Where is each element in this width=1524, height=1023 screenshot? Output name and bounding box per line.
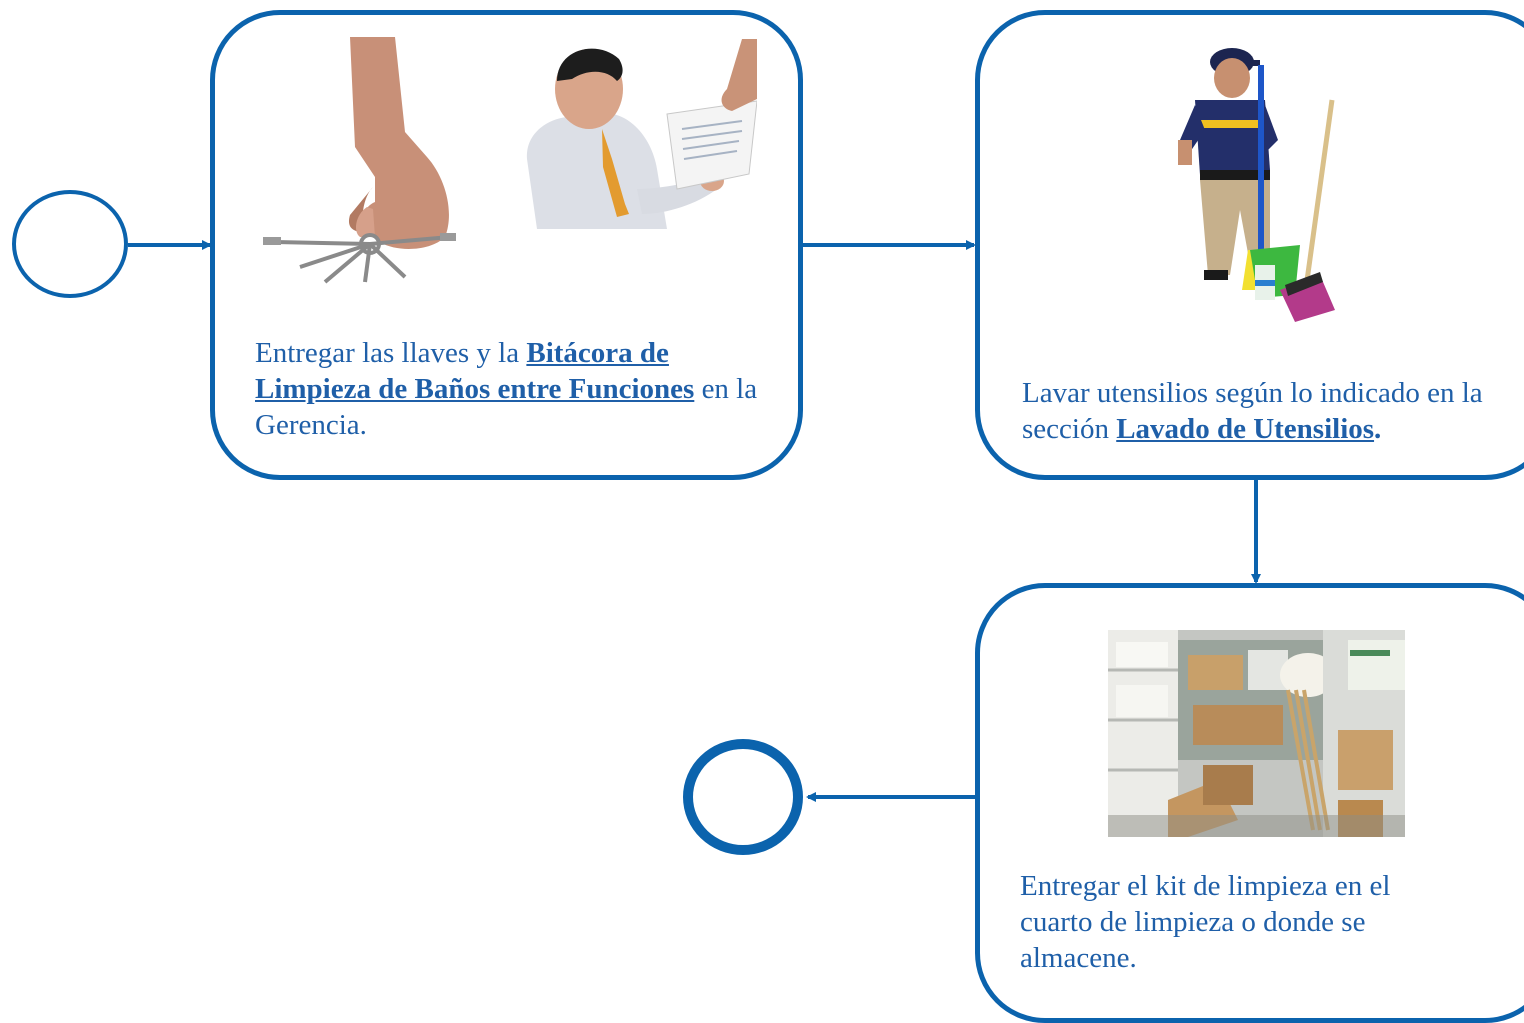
lavado-link[interactable]: Lavado de Utensilios [1116, 413, 1375, 445]
step1-text-a: Entregar las llaves y la [255, 337, 527, 369]
step2-text: Lavar utensilios según lo indicado en la… [1022, 375, 1522, 447]
janitor-with-broom-icon [1178, 48, 1335, 322]
step3-box: Entregar el kit de limpieza en el cuarto… [975, 583, 1524, 1023]
step2-text-b: . [1374, 413, 1382, 445]
keys-icon [263, 37, 456, 284]
end-terminal [683, 739, 803, 855]
storage-room-photo [1108, 630, 1405, 837]
document-handoff-icon [526, 39, 757, 229]
step3-text-a: Entregar el kit de limpieza en el cuarto… [1020, 870, 1391, 974]
step2-box: Lavar utensilios según lo indicado en la… [975, 10, 1524, 480]
step1-text-b: en la Gerencia. [255, 373, 758, 441]
step1-text: Entregar las llaves y la Bitácora de Lim… [255, 335, 775, 443]
step1-box: Entregar las llaves y la Bitácora de Lim… [210, 10, 803, 480]
step2-text-a: Lavar utensilios según lo indicado en la… [1022, 377, 1483, 445]
start-terminal [12, 190, 128, 298]
bitacora-link[interactable]: Bitácora de Limpieza de Baños entre Func… [255, 337, 695, 405]
step3-text: Entregar el kit de limpieza en el cuarto… [1020, 868, 1460, 976]
